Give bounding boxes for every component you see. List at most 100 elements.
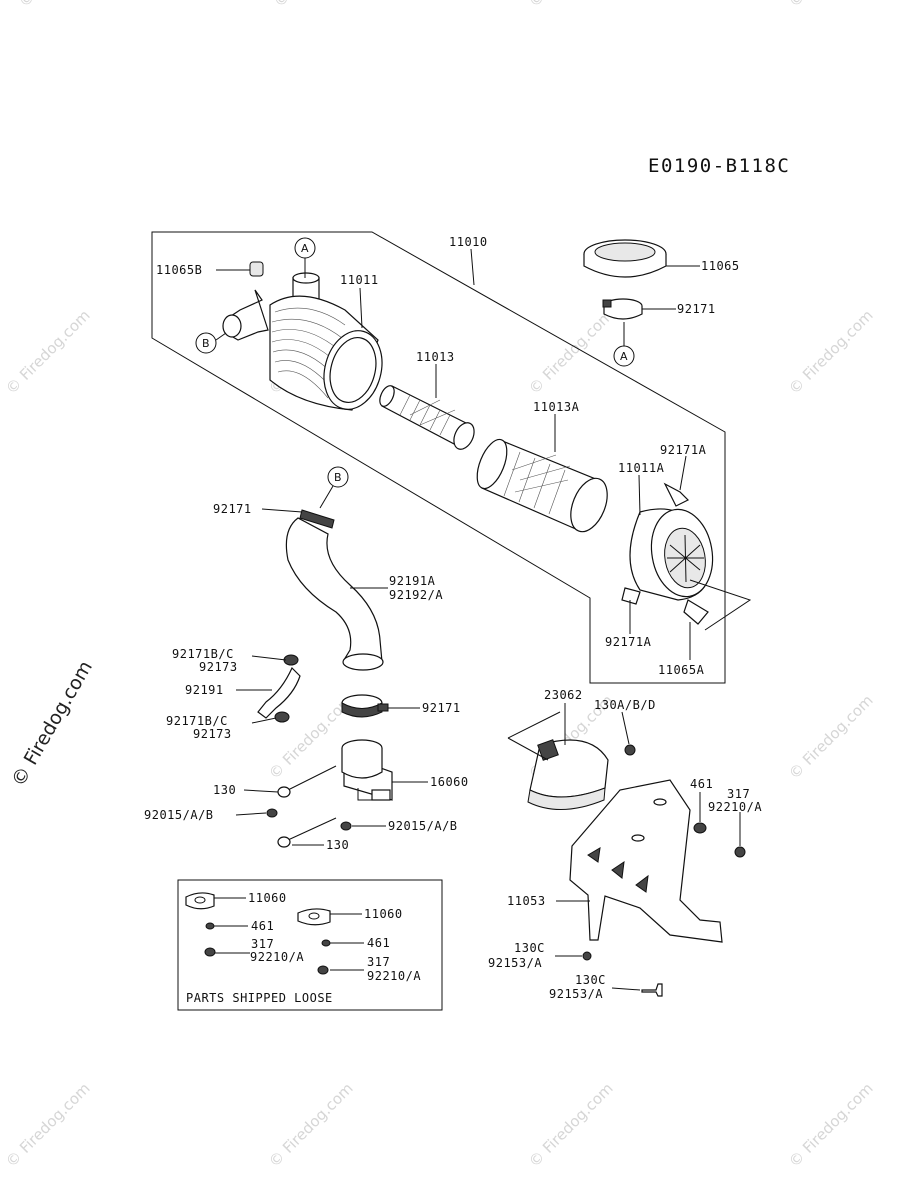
callout-a-right-text: A (620, 350, 628, 363)
label-92173-1: 92173 (199, 660, 238, 674)
callout-b (195, 332, 217, 354)
end-cover-11011a (621, 482, 714, 625)
leader-130abd (621, 711, 630, 745)
nut-92015-2 (340, 821, 352, 831)
label-92171a-bot: 92171A (605, 635, 652, 649)
parts-shipped-loose-box: 11060 461 317 92210/A 11060 461 317 9221… (177, 879, 443, 1011)
label-92015-2: 92015/A/B (388, 819, 458, 833)
watermark: © Firedog.com (785, 0, 877, 11)
label-92210a-r: 92210/A (708, 800, 762, 814)
label-461-r: 461 (690, 777, 713, 791)
label-130-2: 130 (326, 838, 349, 852)
diagram-code: E0190-B118C (648, 155, 790, 177)
label-317-2: 317 (367, 955, 390, 969)
bracket-plate-11053 (569, 779, 723, 943)
label-92171a-top: 92171A (660, 443, 707, 457)
label-130c-1: 130C (514, 941, 545, 955)
leader-130c-2 (611, 987, 641, 991)
label-23062: 23062 (544, 688, 583, 702)
leader-92171bc-1 (251, 655, 287, 661)
pipe-adapter-16060 (341, 739, 393, 801)
label-11013: 11013 (416, 350, 455, 364)
nut-92015-1 (266, 808, 278, 818)
air-cleaner-body (222, 272, 383, 411)
leader-92171-hose (261, 508, 303, 513)
watermark: © Firedog.com (15, 0, 107, 11)
loose-box-caption: PARTS SHIPPED LOOSE (186, 991, 333, 1005)
bolt-130c-2 (641, 983, 663, 997)
label-92171-band: 92171 (422, 701, 461, 715)
label-92171-top: 92171 (677, 302, 716, 316)
label-11060-2: 11060 (364, 907, 403, 921)
assembly-pointer (689, 579, 752, 631)
label-92153a-2: 92153/A (549, 987, 603, 1001)
label-92173-2: 92173 (193, 727, 232, 741)
label-317-r: 317 (727, 787, 750, 801)
watermark: © Firedog.com (2, 1079, 94, 1171)
callout-a-text: A (301, 242, 309, 255)
label-92210a-2: 92210/A (367, 969, 421, 983)
label-92171bc-1: 92171B/C (172, 647, 234, 661)
watermark: © Firedog.com (525, 0, 617, 11)
leader-92171a-top (679, 455, 687, 491)
label-11065: 11065 (701, 259, 740, 273)
label-11011: 11011 (340, 273, 379, 287)
leader-callout-b-hose (319, 485, 334, 509)
label-11010: 11010 (449, 235, 488, 249)
watermark: © Firedog.com (525, 306, 617, 398)
band-pointer (507, 711, 561, 761)
watermark: © Firedog.com (270, 0, 362, 11)
watermark: © Firedog.com (785, 691, 877, 783)
label-11013a: 11013A (533, 400, 580, 414)
callout-b-text: B (202, 337, 210, 350)
watermark: © Firedog.com (7, 657, 97, 790)
watermark: © Firedog.com (525, 1079, 617, 1171)
clamp-92171-hose (299, 509, 335, 529)
label-16060: 16060 (430, 775, 469, 789)
label-92153a-1: 92153/A (488, 956, 542, 970)
label-92210a-1: 92210/A (250, 950, 304, 964)
watermark: © Firedog.com (265, 1079, 357, 1171)
clamp-92171-band (341, 694, 389, 718)
mounting-band-23062 (527, 739, 609, 811)
label-92171bc-2: 92171B/C (166, 714, 228, 728)
watermark: © Firedog.com (785, 306, 877, 398)
label-11065b: 11065B (156, 263, 202, 277)
label-317-1: 317 (251, 937, 274, 951)
label-11060-1: 11060 (248, 891, 287, 905)
label-92015-1: 92015/A/B (144, 808, 214, 822)
label-92171-hose: 92171 (213, 502, 252, 516)
bolt-130abd (624, 744, 636, 756)
label-92192a: 92192/A (389, 588, 443, 602)
label-130-1: 130 (213, 783, 236, 797)
outer-filter-11013a (476, 438, 608, 533)
watermark: © Firedog.com (785, 1079, 877, 1171)
inner-filter-11013 (379, 385, 475, 450)
label-11053: 11053 (507, 894, 546, 908)
leader-11011a (638, 474, 641, 516)
label-461-1: 461 (251, 919, 274, 933)
leader-callout-b (215, 332, 227, 341)
leader-92015-1 (235, 812, 267, 816)
callout-b-hose-text: B (334, 471, 342, 484)
washer-461 (693, 822, 707, 834)
label-92191: 92191 (185, 683, 224, 697)
label-92191a: 92191A (389, 574, 436, 588)
label-11065a: 11065A (658, 663, 705, 677)
leader-11010 (470, 248, 475, 286)
bolt-130c-1 (582, 951, 592, 961)
clamp-92171-top (602, 298, 643, 320)
label-130abd: 130A/B/D (594, 698, 656, 712)
callout-b-hose (327, 466, 349, 488)
label-11011a: 11011A (618, 461, 665, 475)
nut-92210a (734, 846, 746, 858)
callout-a-right (613, 345, 635, 367)
label-461-2: 461 (367, 936, 390, 950)
label-130c-2: 130C (575, 973, 606, 987)
small-hose-92191 (257, 654, 301, 723)
cover-cap-11065 (583, 239, 667, 278)
bolt-130-lower (277, 817, 337, 848)
intake-hose-92191a (285, 517, 384, 671)
leader-11011 (359, 287, 363, 329)
